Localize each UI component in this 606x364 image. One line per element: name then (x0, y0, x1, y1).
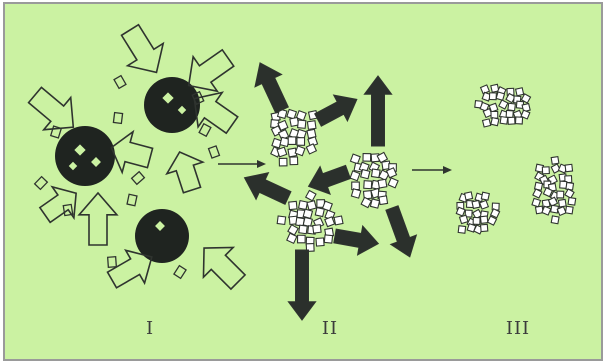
crystal-cell (298, 120, 306, 128)
crystal-cell (289, 201, 297, 209)
crystal-cell (313, 225, 321, 233)
crystal-cell (351, 189, 360, 198)
crystal-cell (565, 206, 573, 214)
crystal-cell (458, 226, 465, 233)
crystal-cell (379, 196, 388, 205)
crystal-cell (508, 103, 516, 111)
crystal-cell (500, 117, 508, 125)
crystal-cell (542, 167, 549, 174)
crystal-cell (465, 192, 473, 200)
crystal-cell (473, 217, 480, 224)
crystal-cell (480, 200, 489, 209)
crystal-cell (299, 201, 308, 210)
stage-label-3: III (488, 318, 548, 339)
crystal-cell (298, 235, 306, 243)
crystal-cell (481, 224, 488, 231)
crystal-cell (483, 119, 491, 127)
crystal-cell (316, 238, 324, 246)
crystal-cell (378, 179, 387, 188)
crystal-cell (277, 147, 287, 157)
crystal-cell (334, 216, 343, 225)
crystal-cell (303, 217, 312, 226)
crystal-cell (290, 157, 298, 165)
crystal-cell (551, 216, 559, 224)
crystal-cell (516, 88, 524, 96)
crystal-cell (352, 182, 360, 190)
stage-label-2: II (300, 318, 360, 339)
crystal-cell (532, 198, 540, 206)
crystal-cell (481, 192, 489, 200)
crystal-cell (363, 154, 371, 162)
crystal-cell (307, 121, 316, 130)
crystal-cell (279, 158, 287, 166)
crystal-cell (489, 93, 496, 100)
crystal-cell (506, 110, 513, 117)
crystal-cell (491, 118, 499, 126)
crystal-cell (324, 235, 332, 243)
crystal-cell (315, 208, 324, 217)
crystal-cell (515, 117, 522, 124)
crystal-cell (558, 199, 566, 207)
crystal-cell (472, 200, 480, 208)
crystal-cell (566, 182, 574, 190)
dense-particle (55, 126, 115, 186)
crystal-cell (480, 216, 487, 223)
crystal-cell (565, 164, 572, 171)
stage-label-1: I (120, 318, 180, 339)
crystal-cell (370, 199, 379, 208)
crystal-cell (568, 198, 576, 206)
crystal-cell (361, 170, 370, 179)
crystal-cell (364, 181, 372, 189)
crystal-cell (277, 216, 285, 224)
crystal-cell (288, 137, 296, 145)
crystal-cell (299, 225, 308, 234)
crystal-cell (297, 138, 305, 146)
crystal-cell (496, 92, 504, 100)
crystal-cell (307, 201, 316, 210)
crystal-cell (508, 117, 515, 124)
dispersed-cluster (475, 84, 531, 127)
crystal-cell (460, 215, 468, 223)
crystal-cell (551, 157, 559, 165)
crystal-cell (557, 191, 564, 198)
